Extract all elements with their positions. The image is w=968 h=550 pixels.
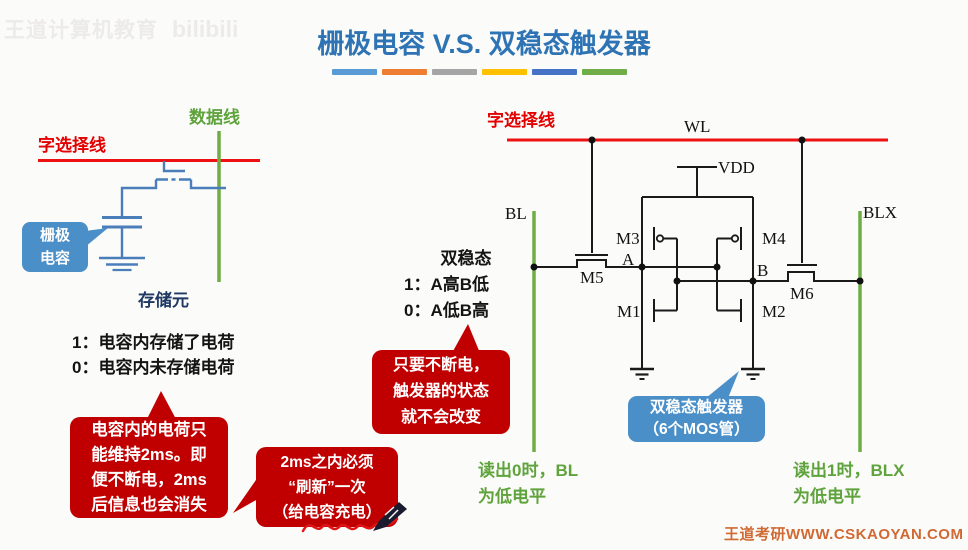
sram-ground-icons bbox=[630, 367, 765, 380]
underline-bar bbox=[532, 69, 577, 75]
dram-capacitor bbox=[102, 216, 142, 258]
underline-bar bbox=[482, 69, 527, 75]
bistable-title: 双稳态 bbox=[440, 249, 492, 268]
underline-bar bbox=[432, 69, 477, 75]
refresh-callout-pointer bbox=[233, 477, 258, 513]
dram-ground-icon bbox=[99, 256, 145, 272]
watermark-bottom: 王道考研WWW.CSKAOYAN.COM bbox=[724, 526, 964, 543]
discharge-line4: 后信息也会消失 bbox=[91, 495, 207, 514]
watermark-top: 王道计算机教育 bilibili bbox=[4, 14, 238, 44]
m2-label: M2 bbox=[762, 302, 786, 321]
underline-bar bbox=[582, 69, 627, 75]
refresh-line1: 2ms之内必须 bbox=[280, 453, 374, 471]
discharge-callout: 电容内的电荷只 能维持2ms。即 便不断电，2ms 后信息也会消失 bbox=[70, 417, 228, 518]
discharge-callout-pointer bbox=[146, 391, 177, 421]
gate-cap-callout: 栅极 电容 bbox=[22, 222, 88, 272]
title-underline bbox=[332, 69, 632, 75]
flipflop-callout-pointer bbox=[706, 371, 739, 398]
m4-label: M4 bbox=[762, 229, 786, 248]
dram-data-line-label: 数据线 bbox=[189, 108, 240, 127]
m1-label: M1 bbox=[617, 302, 641, 321]
bistable-state-1: 1：A高B低 bbox=[404, 275, 490, 294]
bistable-state-text: 双稳态 1：A高B低 0：A低B高 bbox=[404, 246, 528, 324]
flipflop-line1: 双稳态触发器 bbox=[649, 399, 743, 416]
keep-line2: 触发器的状态 bbox=[392, 383, 489, 400]
sram-bit-lines bbox=[532, 211, 862, 452]
gate-cap-line1: 栅极 bbox=[39, 227, 70, 244]
m3-label: M3 bbox=[616, 229, 640, 248]
underline-bar bbox=[332, 69, 377, 75]
discharge-line1: 电容内的电荷只 bbox=[91, 420, 207, 439]
keep-callout-pointer bbox=[452, 324, 480, 353]
keep-state-callout: 只要不断电， 触发器的状态 就不会改变 bbox=[372, 350, 510, 434]
dram-cell-label: 存储元 bbox=[138, 291, 189, 310]
discharge-line3: 便不断电，2ms bbox=[91, 470, 207, 489]
m5-label: M5 bbox=[580, 268, 604, 287]
sram-pmos-bubbles bbox=[655, 234, 740, 243]
dram-access-transistor bbox=[120, 161, 226, 217]
dram-word-line-label: 字选择线 bbox=[38, 136, 106, 155]
refresh-line3: （给电容充电） bbox=[272, 503, 382, 521]
bistable-state-0: 0：A低B高 bbox=[404, 301, 490, 320]
read0-line1: 读出0时，BL bbox=[478, 461, 579, 480]
dram-state-1: 1：电容内存储了电荷 bbox=[72, 333, 235, 352]
read0-note: 读出0时，BL 为低电平 bbox=[478, 458, 578, 510]
sram-circuit bbox=[534, 140, 860, 369]
node-a-label: A bbox=[622, 250, 635, 269]
keep-line3: 就不会改变 bbox=[400, 409, 481, 426]
refresh-line2: “刷新”一次 bbox=[288, 478, 366, 496]
blx-label: BLX bbox=[863, 203, 897, 222]
keep-line1: 只要不断电， bbox=[392, 357, 489, 374]
flipflop-line2: （6个MOS管） bbox=[643, 421, 750, 438]
bl-label: BL bbox=[505, 204, 527, 223]
flipflop-callout: 双稳态触发器 （6个MOS管） bbox=[628, 396, 765, 442]
underline-bar bbox=[382, 69, 427, 75]
read1-line2: 为低电平 bbox=[793, 487, 861, 506]
node-b-label: B bbox=[757, 261, 769, 280]
dram-state-text: 1：电容内存储了电荷 0：电容内未存储电荷 bbox=[72, 330, 234, 380]
vdd-label: VDD bbox=[718, 158, 755, 177]
discharge-line2: 能维持2ms。即 bbox=[91, 445, 207, 464]
gate-cap-line2: 电容 bbox=[39, 250, 70, 267]
watermark-brand: 王道计算机教育 bbox=[4, 19, 158, 42]
gate-cap-callout-pointer bbox=[85, 228, 108, 247]
read1-note: 读出1时，BLX 为低电平 bbox=[793, 458, 904, 510]
m6-label: M6 bbox=[790, 284, 814, 303]
bilibili-logo: bilibili bbox=[172, 16, 239, 42]
sram-junction-dots bbox=[530, 136, 864, 285]
sram-word-line-label: 字选择线 bbox=[487, 111, 555, 130]
page-title: 栅极电容 V.S. 双稳态触发器 bbox=[317, 29, 651, 59]
read1-line1: 读出1时，BLX bbox=[793, 461, 905, 480]
read0-line2: 为低电平 bbox=[478, 487, 546, 506]
dram-state-0: 0：电容内未存储电荷 bbox=[72, 358, 235, 377]
wl-label: WL bbox=[684, 117, 711, 136]
refresh-callout: 2ms之内必须 “刷新”一次 （给电容充电） bbox=[256, 447, 398, 527]
